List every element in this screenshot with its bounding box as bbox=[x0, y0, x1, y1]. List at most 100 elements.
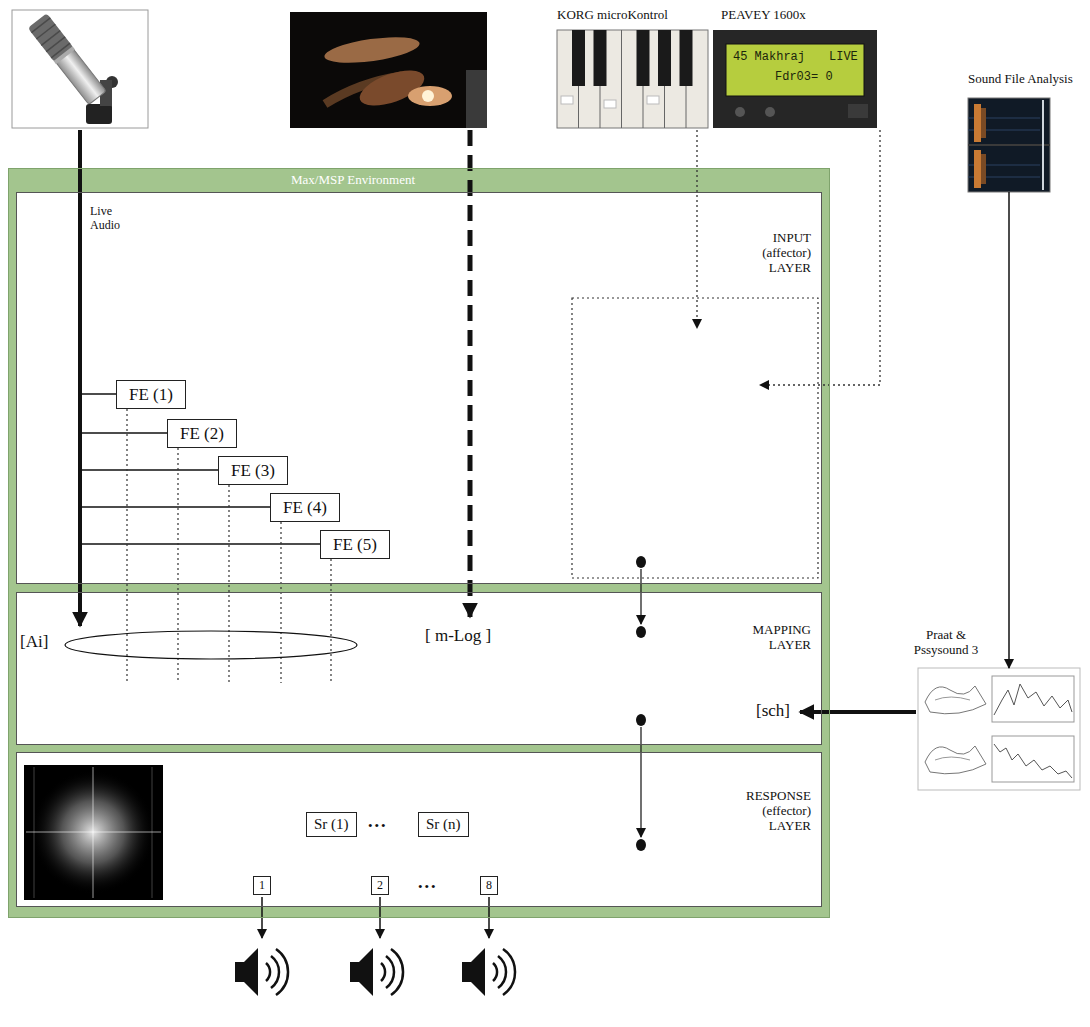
keyboard-picture bbox=[658, 30, 671, 86]
panel-fill bbox=[8, 168, 830, 918]
node-label: 8 bbox=[486, 878, 492, 893]
speaker-symbol bbox=[462, 948, 515, 996]
fft-picture bbox=[24, 765, 163, 900]
speaker-symbol bbox=[235, 948, 288, 996]
signal-wires bbox=[228, 485, 229, 683]
ellipsis-dots: ••• bbox=[418, 880, 438, 895]
panel-fill bbox=[16, 752, 822, 907]
signal-wires bbox=[65, 130, 916, 938]
spectrogram-picture bbox=[981, 154, 986, 184]
node-label: KORG microKontrol bbox=[557, 8, 668, 23]
analysis-graph-picture bbox=[992, 736, 1074, 782]
object-label: [ m-Log ] bbox=[425, 626, 491, 646]
environment-box: Max/MSP EnvironmentINPUT (affector) LAYE… bbox=[8, 168, 830, 918]
signal-wires bbox=[126, 409, 127, 683]
mixer-picture bbox=[765, 107, 775, 117]
signal-wires bbox=[640, 569, 641, 624]
signal-wires bbox=[80, 543, 320, 545]
mixer-picture bbox=[848, 104, 868, 118]
node-label: PEAVEY 1600x bbox=[721, 8, 806, 23]
object-label: [sch] bbox=[756, 701, 790, 721]
ellipsis-dots: ••• bbox=[368, 819, 388, 834]
analysis-graph-image: Praat & Pssysound 3 bbox=[918, 668, 1080, 790]
input-label: Live Audio bbox=[90, 205, 120, 233]
process-box: FE (3) bbox=[218, 456, 288, 485]
process-box: FE (2) bbox=[167, 419, 237, 448]
keyboard-picture bbox=[561, 96, 573, 104]
spectrogram-image: Sound File Analysis bbox=[968, 98, 1050, 192]
spectrogram-picture bbox=[968, 98, 1050, 192]
layer-panel: INPUT (affector) LAYERFE (1)FE (2)FE (3)… bbox=[16, 192, 822, 584]
keyboard-picture bbox=[647, 96, 659, 104]
mixer-picture bbox=[726, 44, 864, 96]
node-label: MAPPING LAYER bbox=[752, 623, 811, 653]
spectrogram-picture bbox=[974, 104, 981, 142]
node-label: FE (4) bbox=[283, 497, 327, 518]
keyboard-photo: KORG microKontrol bbox=[557, 30, 708, 128]
flow-arrow bbox=[1008, 192, 1010, 668]
microphone-picture bbox=[54, 46, 75, 64]
microphone-picture bbox=[86, 104, 112, 124]
keyboard-picture bbox=[572, 30, 585, 86]
analysis-graph-picture bbox=[925, 686, 986, 714]
channel-box: 1 bbox=[253, 876, 271, 895]
analysis-graph-picture bbox=[918, 668, 1080, 790]
microphone-picture bbox=[12, 10, 148, 128]
process-box: FE (1) bbox=[116, 380, 186, 409]
display-text: Fdr03= 0 bbox=[775, 71, 833, 85]
spectrogram-picture bbox=[968, 144, 1050, 146]
analysis-graph-picture bbox=[935, 697, 970, 700]
channel-box: 8 bbox=[480, 876, 498, 895]
performer-photo bbox=[290, 12, 487, 128]
node-label: FE (5) bbox=[333, 534, 377, 555]
signal-wires bbox=[80, 506, 270, 508]
node-label: FE (2) bbox=[180, 423, 224, 444]
spectrogram-picture bbox=[1042, 100, 1044, 190]
keyboard-picture bbox=[621, 30, 622, 128]
mixer-picture bbox=[713, 30, 877, 128]
signal-wires bbox=[636, 556, 646, 568]
signal-wires bbox=[468, 130, 473, 617]
node-label: RESPONSE (effector) LAYER bbox=[746, 789, 811, 834]
microphone-picture bbox=[12, 10, 148, 128]
signal-wires bbox=[65, 631, 357, 659]
analysis-graph-picture bbox=[994, 744, 1072, 778]
node-label: Max/MSP Environment bbox=[291, 173, 415, 188]
signal-wires bbox=[280, 522, 281, 683]
fft-picture bbox=[24, 765, 163, 900]
channel-box: 2 bbox=[371, 876, 389, 895]
mixer-picture bbox=[713, 30, 877, 128]
display-text: 45 Makhraj bbox=[733, 51, 805, 65]
analysis-graph-picture bbox=[925, 746, 986, 774]
panel-fill bbox=[16, 192, 822, 584]
display-text: LIVE bbox=[829, 51, 858, 65]
signal-wires bbox=[640, 727, 641, 837]
node-label: Sound File Analysis bbox=[968, 72, 1073, 87]
signal-wires bbox=[636, 626, 646, 638]
signal-wires bbox=[80, 469, 218, 471]
node-label: FE (1) bbox=[129, 384, 173, 405]
spectrogram-picture bbox=[981, 108, 986, 138]
performer-photo bbox=[408, 86, 452, 106]
signal-wires bbox=[80, 432, 167, 434]
analysis-graph-picture bbox=[994, 684, 1072, 715]
performer-photo bbox=[290, 12, 487, 128]
mixer-picture bbox=[735, 107, 745, 117]
signal-wires bbox=[330, 559, 331, 683]
speaker-symbols bbox=[235, 948, 515, 996]
mixer-photo: PEAVEY 1600x45 MakhrajLIVEFdr03= 0 bbox=[713, 30, 877, 128]
speaker-symbol bbox=[350, 948, 403, 996]
node-label: 2 bbox=[377, 878, 383, 893]
keyboard-picture bbox=[557, 30, 708, 128]
microphone-picture bbox=[54, 47, 106, 105]
process-box: Sr (n) bbox=[418, 812, 469, 837]
analysis-graph-picture bbox=[918, 668, 1080, 790]
keyboard-picture bbox=[557, 30, 708, 128]
performer-photo bbox=[466, 70, 487, 128]
panel-fills bbox=[8, 168, 830, 918]
signal-wires bbox=[800, 710, 916, 714]
connectors bbox=[1009, 192, 1010, 668]
analysis-graph-picture bbox=[935, 757, 970, 760]
layer-panel: MAPPING LAYER bbox=[16, 592, 822, 745]
